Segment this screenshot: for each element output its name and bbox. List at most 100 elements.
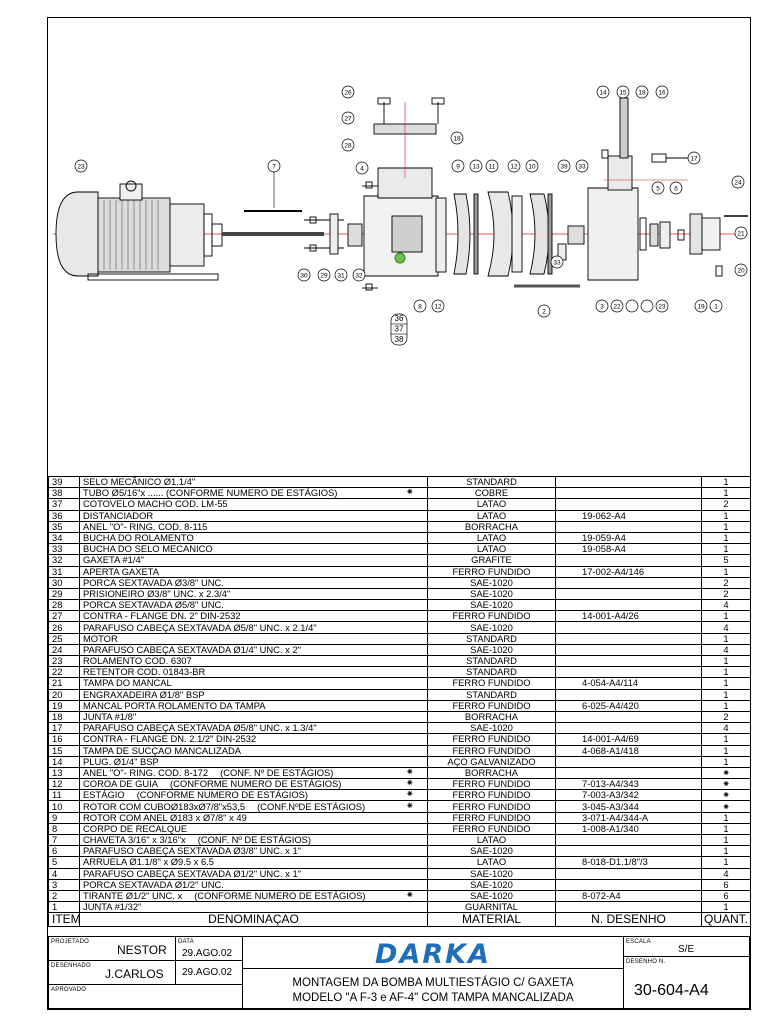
part-item-number: 27: [48, 610, 80, 623]
balloon-27: 27: [341, 111, 355, 125]
stage-parts: [435, 191, 553, 277]
part-denomination: PARAFUSO CABEÇA SEXTAVADA Ø5/8" UNC. x 1…: [79, 722, 428, 735]
balloon-30: 30: [297, 268, 311, 282]
part-stage-mark: ⁕: [405, 778, 414, 790]
part-item-number: 32: [48, 554, 80, 567]
part-name: PARAFUSO CABEÇA SEXTAVADA Ø3/8" UNC. x 1…: [83, 845, 301, 857]
part-denomination: PRISIONEIRO Ø3/8" UNC. x 2.3/4": [79, 588, 428, 601]
part-material: FERRO FUNDIDO: [427, 566, 556, 578]
scale-label: ESCALA: [626, 939, 651, 945]
part-name: PARAFUSO CABEÇA SEXTAVADA Ø1/2" UNC. x 1…: [83, 868, 301, 879]
part-item-number: 18: [48, 711, 80, 724]
part-quantity: 1: [701, 655, 751, 668]
balloon-12: 12: [507, 159, 521, 173]
balloon-31: 31: [334, 268, 348, 282]
part-name: TAMPA DO MANCAL: [83, 677, 172, 689]
part-quantity: 1: [701, 700, 751, 712]
part-material: SAE-1020: [427, 879, 556, 891]
part-material: STANDARD: [427, 475, 556, 489]
part-name: CONTRA - FLANGE DN. 2" DIN-2532: [83, 610, 241, 622]
part-stage-mark: ⁕: [405, 767, 414, 778]
part-item-number: 26: [48, 621, 80, 634]
approved-label: APROVADO: [51, 987, 87, 993]
balloon-4: 4: [355, 161, 369, 175]
part-quantity: 1: [701, 677, 751, 690]
balloon-15: 15: [616, 85, 630, 99]
part-material: FERRO FUNDIDO: [427, 812, 556, 824]
part-name: PORCA SEXTAVADA Ø5/8" UNC.: [83, 599, 224, 611]
part-denomination: ARRUELA Ø1.1/8" x Ø9.5 x 6.5: [79, 856, 428, 869]
part-item-number: 4: [48, 868, 80, 880]
part-name: DISTANCIADOR: [83, 510, 154, 521]
part-quantity: ⁕: [701, 800, 751, 813]
part-material: SAE-1020: [427, 845, 556, 858]
drawing-number-label: DESENHO N.: [626, 959, 666, 965]
part-name: MOTOR: [83, 633, 118, 644]
part-denomination: COTOVELO MACHO COD. LM-55: [79, 498, 428, 511]
part-denomination: RETENTOR COD. 01843-BR: [79, 666, 428, 679]
drawn-label: DESENHADO: [51, 963, 91, 969]
part-denomination: TUBO Ø5/16"x ...... (CONFORME NUMERO DE …: [79, 487, 428, 500]
part-quantity: 4: [701, 722, 751, 735]
part-name: TIRANTE Ø1/2" UNC. x: [83, 890, 183, 902]
part-denomination: ROTOR COM CUBOØ183xØ7/8"x53,5(CONF.NºDE …: [79, 800, 428, 813]
part-quantity: 1: [701, 487, 751, 500]
part-quantity: 4: [701, 868, 751, 880]
part-material: SAE-1020: [427, 599, 556, 612]
part-denomination: PARAFUSO CABEÇA SEXTAVADA Ø5/8" UNC. x 2…: [79, 621, 428, 634]
part-drawing-number: [555, 845, 702, 858]
part-name: JUNTA #1/32": [83, 901, 142, 913]
title-block: PROJETADO NESTOR DATA 29.AGO.02 DESENHAD…: [48, 936, 750, 1009]
part-stage-mark: ⁕: [405, 789, 414, 801]
balloon-34: [640, 299, 654, 313]
part-stage-mark: ⁕: [405, 800, 414, 812]
part-denomination: CORPO DE RECALQUE: [79, 823, 428, 836]
part-quantity: 1: [701, 756, 751, 768]
drawing-title-cell: MONTAGEM DA BOMBA MULTIESTÁGIO C/ GAXETA…: [242, 968, 624, 1009]
part-stage-mark: ⁕: [405, 890, 414, 902]
part-name: PRISIONEIRO Ø3/8" UNC. x 2.3/4": [83, 588, 231, 599]
part-denomination: COROA DE GUIA(CONFORME NUMERO DE ESTÁGIO…: [79, 778, 428, 791]
balloon-20: 20: [734, 263, 748, 277]
exploded-assembly-drawing: 23 7 26 27 28 4 18 9 13 11 12 10 39 33 1…: [53, 85, 748, 346]
part-material: SAE-1020: [427, 577, 556, 589]
part-quantity: 1: [701, 532, 751, 545]
svg-text:36: 36: [395, 314, 404, 323]
part-item-number: 3: [48, 879, 80, 891]
part-item-number: 10: [48, 800, 80, 813]
part-drawing-number: [555, 767, 702, 780]
part-quantity: 1: [701, 834, 751, 847]
part-quantity: 6: [701, 890, 751, 903]
balloon-23b: 23: [655, 299, 669, 313]
balloon-19: 19: [694, 299, 708, 313]
balloon-32: 32: [352, 268, 366, 282]
part-denomination: CONTRA - FLANGE DN. 2" DIN-2532: [79, 610, 428, 623]
balloon-23: 23: [74, 159, 88, 173]
part-quantity: 1: [701, 521, 751, 533]
balloon-14: 14: [596, 85, 610, 99]
part-item-number: 8: [48, 823, 80, 836]
part-item-number: 2: [48, 890, 80, 903]
part-item-number: 30: [48, 577, 80, 589]
part-drawing-number: [555, 868, 702, 880]
balloon-28: 28: [341, 138, 355, 152]
part-quantity: 1: [701, 666, 751, 679]
part-quantity: 1: [701, 610, 751, 623]
part-drawing-number: [555, 722, 702, 735]
part-item-number: 11: [48, 789, 80, 802]
part-drawing-number: [555, 901, 702, 914]
part-quantity: 1: [701, 856, 751, 869]
part-name: PLUG. Ø1/4" BSP: [83, 756, 159, 767]
svg-text:32: 32: [355, 273, 363, 280]
svg-text:4: 4: [360, 166, 364, 173]
part-note: (CONFORME NUMERO DE ESTÁGIOS): [136, 789, 309, 801]
part-name: BUCHA DO ROLAMENTO: [83, 532, 194, 544]
part-note: (CONF. Nº DE ESTÁGIOS): [197, 834, 312, 846]
svg-text:13: 13: [472, 164, 480, 171]
